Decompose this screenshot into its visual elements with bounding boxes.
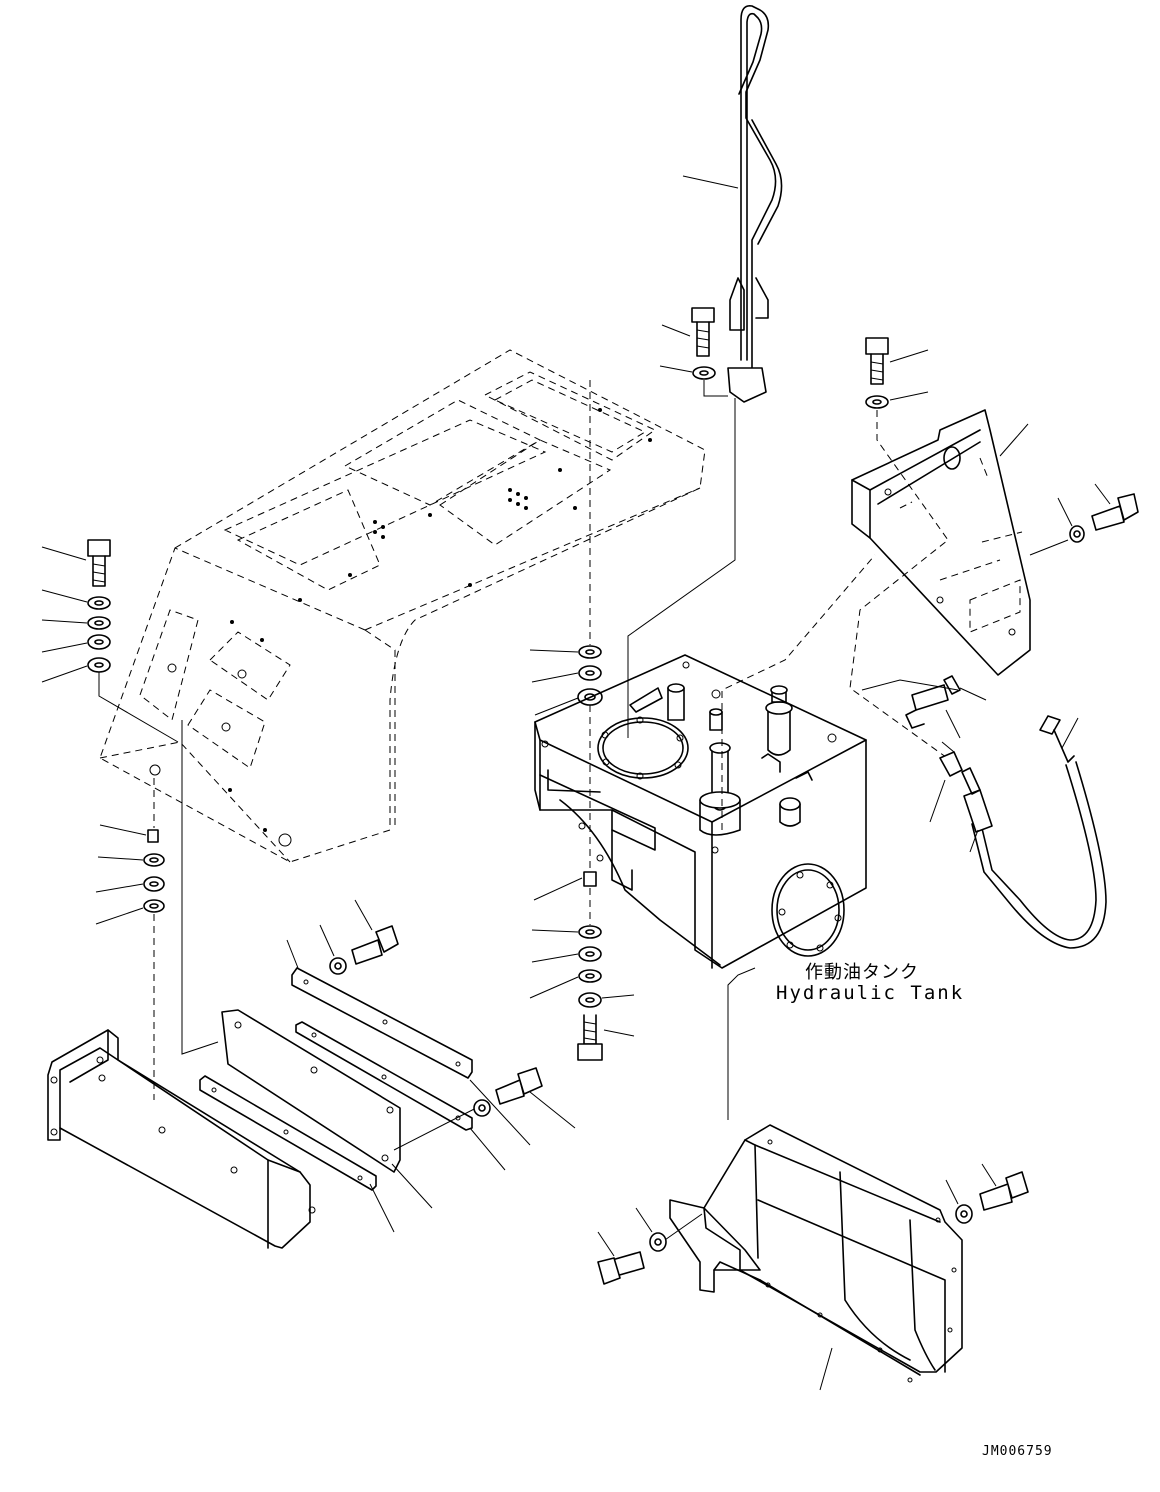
right-cover-upper [851, 409, 1031, 676]
drawing-code: JM006759 [982, 1444, 1053, 1459]
right-fittings [905, 675, 987, 739]
left-bolt [41, 539, 111, 587]
lower-left-washer-stack [95, 778, 165, 1100]
tank-label-english: Hydraulic Tank [776, 982, 965, 1004]
lower-right-cover-bolt-right [945, 1163, 1029, 1224]
handrail-washer [659, 365, 728, 397]
handrail [682, 4, 783, 403]
right-side-bolt [1029, 483, 1139, 556]
lower-right-cover [661, 1124, 963, 1391]
hydraulic-tank [534, 654, 867, 969]
right-cover-bolt [849, 337, 951, 761]
left-washer-stack [41, 589, 179, 743]
tank-label-japanese: 作動油タンク [805, 962, 919, 983]
fender-cover [99, 349, 706, 863]
center-lower-washer-stack [529, 871, 635, 1008]
hydraulic-hose [861, 679, 1107, 949]
lower-right-cover-bolt-left [597, 1207, 667, 1285]
plate-bolt-lower [473, 1067, 576, 1129]
plate-2 [221, 1009, 401, 1173]
center-lower-bolt [577, 1014, 635, 1061]
lower-left-bracket [47, 1029, 316, 1249]
plate-3 [295, 1021, 473, 1131]
plate-bolt-upper [319, 899, 399, 975]
plate-4 [199, 1075, 377, 1191]
handrail-bolt [661, 307, 715, 357]
plate-1 [286, 939, 473, 1079]
